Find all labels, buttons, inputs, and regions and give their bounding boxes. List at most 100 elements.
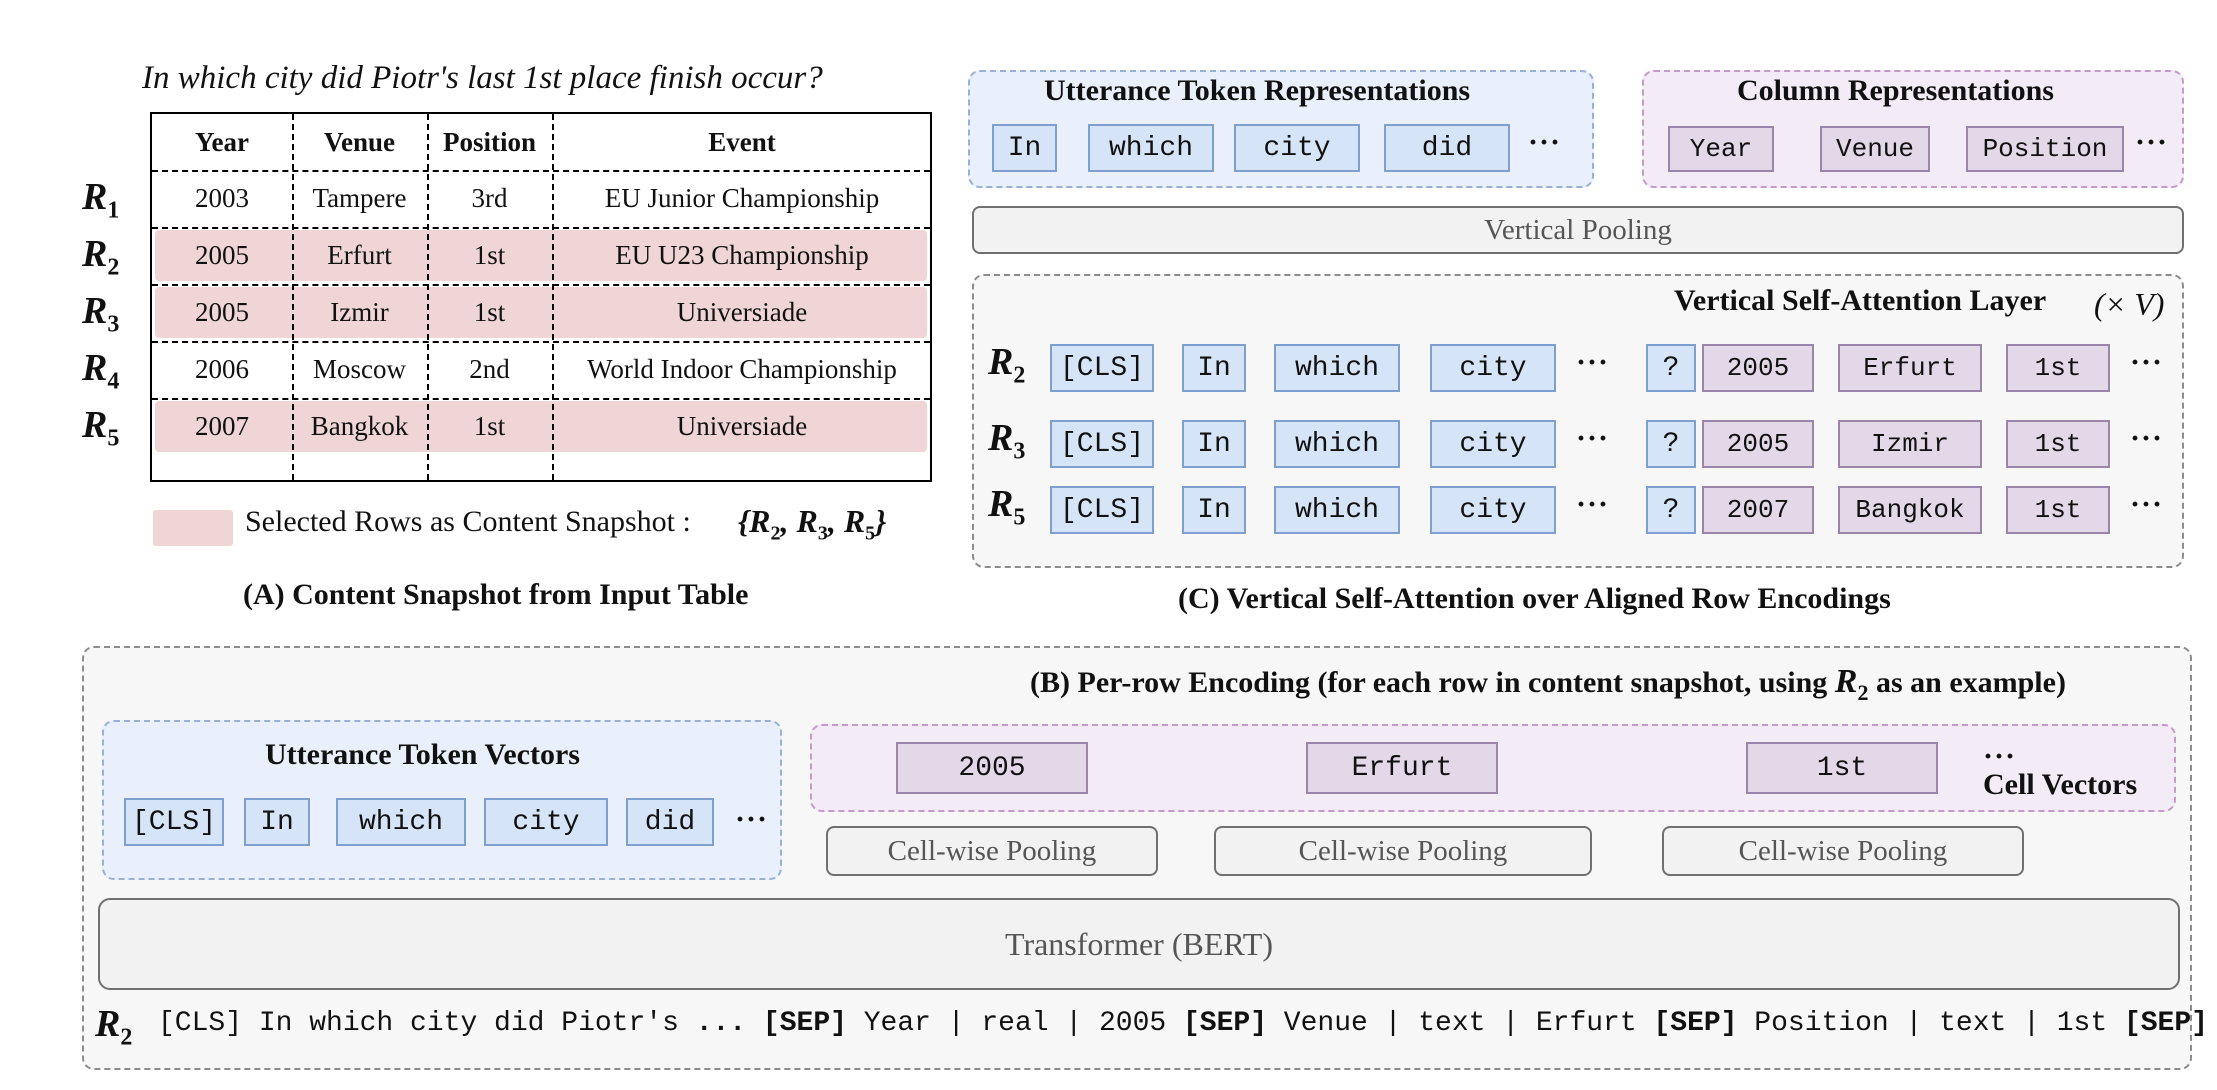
table-cell: Universiade bbox=[676, 411, 808, 441]
legend-swatch bbox=[153, 510, 233, 546]
input-sequence-segment: Venue | text | Erfurt bbox=[1267, 1008, 1654, 1039]
utterance-representations-ellipsis: ··· bbox=[1528, 126, 1562, 159]
row-label: R1 bbox=[82, 176, 120, 224]
table-cell: Bangkok bbox=[310, 411, 409, 441]
transformer-bert: Transformer (BERT) bbox=[98, 898, 2180, 990]
table-cell: 2003 bbox=[195, 183, 249, 213]
aligned-row-token: In bbox=[1182, 420, 1246, 468]
aligned-row-cell: 2007 bbox=[1702, 486, 1814, 534]
aligned-row-token: [CLS] bbox=[1050, 420, 1154, 468]
utterance-representations-title: Utterance Token Representations bbox=[1044, 74, 1471, 107]
table-column-divider bbox=[292, 114, 294, 480]
table-cell: 2006 bbox=[195, 354, 249, 384]
table-cell: Universiade bbox=[676, 297, 808, 327]
column-representation-token: Venue bbox=[1820, 126, 1930, 172]
caption-b: (B) Per-row Encoding (for each row in co… bbox=[1030, 663, 2066, 706]
aligned-row-token: In bbox=[1182, 486, 1246, 534]
table-header-divider bbox=[152, 170, 930, 172]
row-label: R3 bbox=[82, 290, 120, 338]
aligned-row-token: ? bbox=[1646, 420, 1696, 468]
caption-b-text: (B) Per-row Encoding (for each row in co… bbox=[1030, 666, 1828, 699]
utterance-representation-token: which bbox=[1088, 124, 1214, 172]
aligned-row-cell: 1st bbox=[2006, 420, 2110, 468]
selected-row-highlight bbox=[155, 401, 927, 452]
row-label-sub: 4 bbox=[107, 368, 120, 395]
vertical-pooling: Vertical Pooling bbox=[972, 206, 2184, 254]
cell-wise-pooling: Cell-wise Pooling bbox=[1214, 826, 1592, 876]
input-sequence-separator: [SEP] bbox=[2123, 1008, 2208, 1039]
input-sequence-separator: [SEP] bbox=[762, 1008, 847, 1039]
table-header-cell: Year bbox=[195, 126, 249, 157]
question-text: In which city did Piotr's last 1st place… bbox=[142, 60, 823, 96]
row-label-sub: 3 bbox=[107, 311, 120, 338]
table-cell: 2007 bbox=[195, 411, 249, 441]
aligned-row-cell: Izmir bbox=[1838, 420, 1982, 468]
cell-vectors-title: Cell Vectors bbox=[1983, 768, 2138, 801]
table-header-cell: Position bbox=[442, 126, 536, 157]
aligned-row-token: In bbox=[1182, 344, 1246, 392]
vertical-self-attention-multiplier: (× V) bbox=[2094, 286, 2165, 322]
table-cell: Erfurt bbox=[327, 240, 392, 270]
aligned-row-cell: 2005 bbox=[1702, 344, 1814, 392]
cell-wise-pooling: Cell-wise Pooling bbox=[826, 826, 1158, 876]
row-label-sub: 5 bbox=[107, 425, 120, 452]
aligned-row-cell: 1st bbox=[2006, 486, 2110, 534]
table-row-divider bbox=[152, 341, 930, 343]
input-sequence-separator: [SEP] bbox=[1653, 1008, 1738, 1039]
table-cell: 1st bbox=[473, 240, 506, 270]
aligned-row-trailing-ellipsis: ··· bbox=[2130, 488, 2164, 521]
input-sequence-separator: [SEP] bbox=[1182, 1008, 1267, 1039]
table-header-cell: Venue bbox=[323, 126, 396, 157]
table-cell: 2nd bbox=[469, 354, 510, 384]
utterance-representation-token: In bbox=[992, 124, 1057, 172]
table-row-divider bbox=[152, 284, 930, 286]
utterance-vectors-title: Utterance Token Vectors bbox=[265, 738, 580, 771]
utterance-vector-token: In bbox=[244, 798, 310, 846]
table-cell: 1st bbox=[473, 297, 506, 327]
input-sequence-segment: [CLS] In which city did Piotr's bbox=[158, 1008, 696, 1039]
aligned-row-ellipsis: ··· bbox=[1576, 488, 1610, 521]
aligned-row-label: R3 bbox=[988, 417, 1026, 465]
table-column-divider bbox=[427, 114, 429, 480]
aligned-row-label: R2 bbox=[988, 341, 1026, 389]
utterance-vector-token: which bbox=[336, 798, 466, 846]
aligned-row-cell: 2005 bbox=[1702, 420, 1814, 468]
aligned-row-token: [CLS] bbox=[1050, 486, 1154, 534]
utterance-vector-token: city bbox=[484, 798, 608, 846]
table-cell: World Indoor Championship bbox=[587, 354, 897, 384]
legend-set: {R2, R3, R5} bbox=[738, 503, 887, 545]
table-row-divider bbox=[152, 227, 930, 229]
aligned-row-token: [CLS] bbox=[1050, 344, 1154, 392]
column-representations-ellipsis: ··· bbox=[2135, 126, 2169, 159]
input-label-var: R bbox=[95, 1003, 121, 1045]
aligned-row-trailing-ellipsis: ··· bbox=[2130, 346, 2164, 379]
utterance-vector-token: did bbox=[626, 798, 714, 846]
table-cell: 2005 bbox=[195, 297, 249, 327]
selected-row-highlight bbox=[155, 287, 927, 338]
aligned-row-label-sub: 2 bbox=[1013, 362, 1026, 389]
input-sequence-segment: Year | real | 2005 bbox=[846, 1008, 1183, 1039]
selected-row-highlight bbox=[155, 230, 927, 281]
table-cell: Moscow bbox=[313, 354, 406, 384]
row-label-sub: 2 bbox=[107, 254, 120, 281]
input-sequence-separator: ... bbox=[695, 1008, 763, 1039]
table-column-divider bbox=[552, 114, 554, 480]
column-representation-token: Year bbox=[1668, 126, 1774, 172]
input-sequence: [CLS] In which city did Piotr's ... [SEP… bbox=[158, 1008, 2217, 1039]
aligned-row-ellipsis: ··· bbox=[1576, 422, 1610, 455]
aligned-row-cell: Erfurt bbox=[1838, 344, 1982, 392]
caption-b-sub: 2 bbox=[1857, 679, 1869, 705]
caption-a: (A) Content Snapshot from Input Table bbox=[243, 578, 749, 611]
legend-text: Selected Rows as Content Snapshot : bbox=[245, 505, 691, 538]
row-label-sub: 1 bbox=[107, 197, 120, 224]
table-cell: 1st bbox=[473, 411, 506, 441]
aligned-row-label: R5 bbox=[988, 483, 1026, 531]
aligned-row-label-sub: 5 bbox=[1013, 504, 1026, 531]
input-label-sub: 2 bbox=[120, 1024, 133, 1051]
caption-b-end: as an example) bbox=[1875, 666, 2066, 699]
input-sequence-separator: ... bbox=[2208, 1008, 2217, 1039]
aligned-row-token: city bbox=[1430, 344, 1556, 392]
aligned-row-token: ? bbox=[1646, 344, 1696, 392]
column-representation-token: Position bbox=[1966, 126, 2124, 172]
